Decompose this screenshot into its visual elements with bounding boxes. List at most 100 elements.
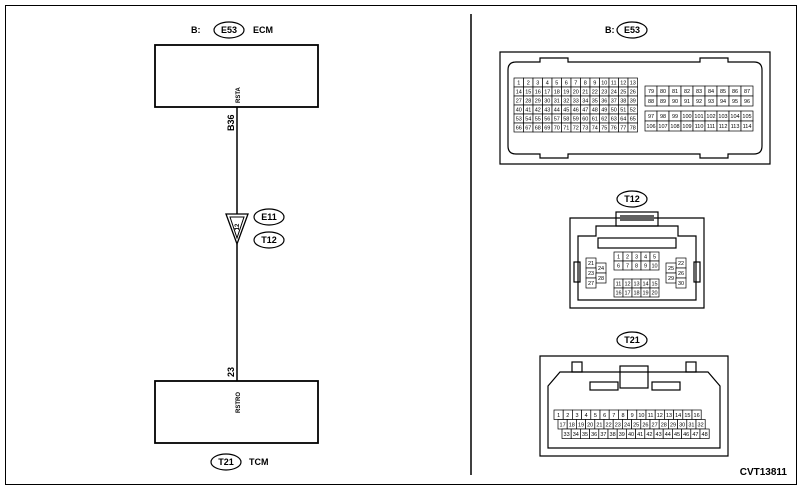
e53-pin-label: 48 bbox=[592, 108, 598, 114]
t12-pin-label: 4 bbox=[644, 255, 647, 261]
view-e53-housing bbox=[499, 51, 771, 165]
t21-pin-label: 43 bbox=[656, 432, 662, 438]
tcm-connector-label: T21 bbox=[218, 457, 234, 467]
e53-pin-label: 107 bbox=[658, 124, 667, 130]
t12-pin-label: 22 bbox=[678, 261, 684, 267]
e53-pin-label: 72 bbox=[573, 126, 579, 132]
joint-connector-bottom-oval bbox=[253, 231, 285, 249]
t21-pin-label: 7 bbox=[612, 413, 615, 419]
view-t21-oval bbox=[616, 331, 648, 349]
t12-pin-label: 1 bbox=[617, 255, 620, 261]
t12-pin-label: 25 bbox=[668, 266, 674, 272]
view-e53-label: E53 bbox=[624, 25, 640, 35]
e53-pin-label: 97 bbox=[648, 114, 654, 120]
e53-pin-label: 20 bbox=[573, 90, 579, 96]
t21-pin-label: 13 bbox=[666, 413, 672, 419]
e53-pin-label: 36 bbox=[601, 99, 607, 105]
e53-pin-label: 24 bbox=[611, 90, 617, 96]
tcm-name: TCM bbox=[249, 457, 269, 467]
t12-pin-label: 16 bbox=[615, 291, 621, 297]
view-e53-oval bbox=[616, 21, 648, 39]
e53-pin-label: 41 bbox=[525, 108, 531, 114]
ecm-prefix: B: bbox=[191, 25, 201, 35]
e53-pin-label: 102 bbox=[706, 114, 715, 120]
diagram-frame bbox=[5, 5, 797, 485]
e53-pin-label: 8 bbox=[584, 81, 587, 87]
ecm-box bbox=[154, 44, 319, 108]
t21-pin-label: 33 bbox=[564, 432, 570, 438]
tcm-box bbox=[154, 380, 319, 444]
e53-pin-label: 103 bbox=[718, 114, 727, 120]
t21-pin-label: 46 bbox=[683, 432, 689, 438]
e53-pin-label: 93 bbox=[708, 99, 714, 105]
e53-pin-label: 79 bbox=[648, 89, 654, 95]
tcm-connector-oval bbox=[210, 453, 242, 471]
t21-pin-label: 41 bbox=[637, 432, 643, 438]
e53-pin-label: 44 bbox=[554, 108, 560, 114]
e53-pin-label: 85 bbox=[720, 89, 726, 95]
view-t21-housing bbox=[539, 355, 729, 457]
t12-pin-label: 30 bbox=[678, 281, 684, 287]
e53-pin-label: 92 bbox=[696, 99, 702, 105]
t12-pin-label: 9 bbox=[644, 264, 647, 270]
e53-pin-label: 11 bbox=[611, 81, 617, 87]
e53-pin-label: 7 bbox=[574, 81, 577, 87]
e53-pin-label: 62 bbox=[601, 117, 607, 123]
view-t12-label: T12 bbox=[624, 194, 640, 204]
t12-pin-label: 26 bbox=[678, 271, 684, 277]
e53-pin-label: 17 bbox=[544, 90, 550, 96]
t21-pin-cell bbox=[699, 428, 710, 439]
e53-pin-label: 96 bbox=[744, 99, 750, 105]
t21-pin-label: 34 bbox=[573, 432, 579, 438]
e53-pin-label: 49 bbox=[601, 108, 607, 114]
e53-pin-label: 83 bbox=[696, 89, 702, 95]
e53-pin-label: 38 bbox=[620, 99, 626, 105]
t21-pin-label: 30 bbox=[679, 422, 685, 428]
view-t12-oval bbox=[616, 190, 648, 208]
e53-pin-label: 82 bbox=[684, 89, 690, 95]
t12-pin-label: 3 bbox=[635, 255, 638, 261]
t12-pin-label: 17 bbox=[624, 291, 630, 297]
e53-pin-label: 78 bbox=[630, 126, 636, 132]
t12-pin-label: 5 bbox=[653, 255, 656, 261]
e53-pin-label: 89 bbox=[660, 99, 666, 105]
t21-pin-label: 44 bbox=[665, 432, 671, 438]
e53-pin-label: 110 bbox=[695, 124, 704, 130]
t21-pin-label: 10 bbox=[638, 413, 644, 419]
t12-pin-label: 27 bbox=[588, 281, 594, 287]
e53-pin-label: 59 bbox=[573, 117, 579, 123]
t12-pin-label: 2 bbox=[626, 255, 629, 261]
e53-pin-label: 30 bbox=[544, 99, 550, 105]
e53-pin-label: 47 bbox=[582, 108, 588, 114]
t12-pin-cell bbox=[649, 287, 660, 298]
e53-pin-label: 86 bbox=[732, 89, 738, 95]
e53-pin-label: 71 bbox=[563, 126, 569, 132]
e53-pin-label: 22 bbox=[592, 90, 598, 96]
e53-pin-label: 28 bbox=[525, 99, 531, 105]
e53-pin-label: 34 bbox=[582, 99, 588, 105]
e53-pin-label: 2 bbox=[527, 81, 530, 87]
t21-pin-label: 39 bbox=[619, 432, 625, 438]
e53-pin-label: 91 bbox=[684, 99, 690, 105]
joint-connector-triangle-inner bbox=[229, 216, 245, 240]
e53-pin-label: 112 bbox=[719, 124, 728, 130]
ecm-terminal-no: B36 bbox=[226, 114, 236, 131]
e53-pin-label: 46 bbox=[573, 108, 579, 114]
e53-pin-label: 43 bbox=[544, 108, 550, 114]
e53-pin-label: 66 bbox=[516, 126, 522, 132]
t21-pin-label: 3 bbox=[575, 413, 578, 419]
t21-pin-label: 16 bbox=[694, 413, 700, 419]
ecm-connector-oval bbox=[213, 21, 245, 39]
t21-pin-label: 12 bbox=[657, 413, 663, 419]
e53-pin-label: 70 bbox=[554, 126, 560, 132]
e53-pin-label: 33 bbox=[573, 99, 579, 105]
t12-pin-cell bbox=[585, 277, 597, 289]
e53-pin-label: 23 bbox=[601, 90, 607, 96]
t12-pin-label: 28 bbox=[598, 276, 604, 282]
e53-pin-label: 31 bbox=[554, 99, 560, 105]
t21-pin-label: 29 bbox=[670, 422, 676, 428]
